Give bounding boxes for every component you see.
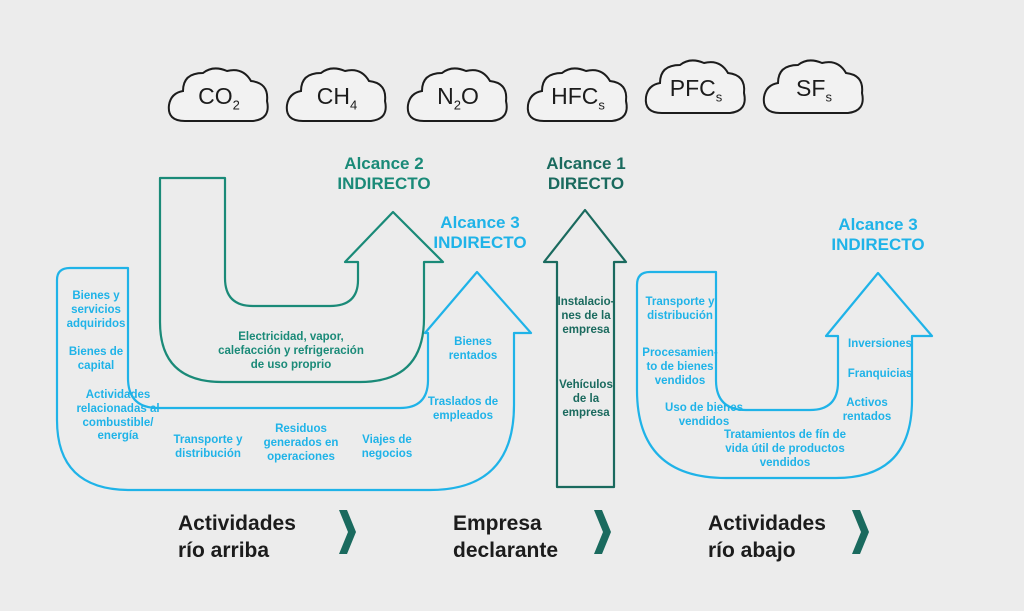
downstream-item: Transporte y distribución [645, 296, 715, 322]
scope2-heading: Alcance 2 INDIRECTO [322, 154, 446, 195]
gas-formula: PFCs [669, 75, 723, 105]
scope-type: DIRECTO [547, 174, 625, 194]
scope2-item: Electricidad, vapor, calefacción y refri… [218, 331, 364, 371]
scope-name: Alcance 2 [344, 154, 424, 173]
scope2-arrow [158, 176, 445, 384]
chevron-right-icon [852, 510, 869, 554]
gas-cloud-pfcs: PFCs [640, 55, 752, 125]
chevron-right-icon [594, 510, 611, 554]
scope1-item-vehicles: Vehículos de la empresa [559, 379, 613, 419]
downstream-item: Inversiones [848, 338, 912, 350]
scope-name: Alcance 3 [440, 213, 520, 232]
gas-cloud-hfcs: HFCs [522, 63, 634, 133]
footer-company-label: Empresa declarante [453, 512, 559, 563]
downstream-item: Uso de bienes vendidos [665, 402, 743, 428]
scope-type: INDIRECTO [433, 233, 527, 253]
upstream-item: Actividades relacionadas al combustible/… [76, 389, 160, 443]
scope-name: Alcance 1 [546, 154, 626, 173]
upstream-item: Residuos generados en operaciones [263, 423, 339, 463]
gas-cloud-ch4: CH4 [281, 63, 393, 133]
cloud-icon [167, 67, 269, 122]
gas-formula: HFCs [551, 83, 605, 113]
gas-cloud-sfs: SFs [758, 55, 870, 125]
upstream-item: Traslados de empleados [427, 396, 499, 422]
scope1-heading: Alcance 1 DIRECTO [524, 154, 648, 195]
cloud-icon [285, 67, 387, 122]
upstream-item: Bienes rentados [448, 336, 498, 362]
scope-type: INDIRECTO [831, 235, 925, 255]
scope1-item-facilities: Instalacio-nes de la empresa [557, 296, 615, 336]
scope3-downstream-heading: Alcance 3 INDIRECTO [816, 215, 940, 256]
chevron-right-icon [339, 510, 356, 554]
downstream-item: Procesamien-to de bienes vendidos [642, 347, 718, 387]
upstream-item: Viajes de negocios [361, 434, 413, 460]
upstream-item: Transporte y distribución [173, 434, 243, 460]
footer-upstream-label: Actividades río arriba [178, 512, 296, 563]
upstream-scope3-arrow [55, 266, 533, 492]
scope-name: Alcance 3 [838, 215, 918, 234]
downstream-item: Activos rentados [842, 397, 892, 423]
gas-formula: N2O [437, 83, 479, 113]
downstream-item: Tratamientos de fín de vida útil de prod… [723, 429, 847, 469]
scope3-upstream-heading: Alcance 3 INDIRECTO [418, 213, 542, 254]
gas-cloud-co2: CO2 [163, 63, 275, 133]
gas-formula: CO2 [198, 83, 240, 113]
upstream-item: Bienes de capital [68, 346, 124, 372]
upstream-item: Bienes y servicios adquiridos [66, 290, 126, 330]
gas-cloud-n2o: N2O [402, 63, 514, 133]
cloud-icon [526, 67, 628, 122]
downstream-item: Franquicias [847, 368, 913, 380]
footer-downstream-label: Actividades río abajo [708, 512, 826, 563]
gas-formula: SFs [796, 75, 832, 105]
cloud-icon [644, 59, 746, 114]
scope-type: INDIRECTO [337, 174, 431, 194]
gas-formula: CH4 [316, 83, 358, 113]
cloud-icon [762, 59, 864, 114]
cloud-icon [406, 67, 508, 122]
scope1-arrow [542, 208, 628, 489]
downstream-scope3-arrow [635, 270, 934, 480]
